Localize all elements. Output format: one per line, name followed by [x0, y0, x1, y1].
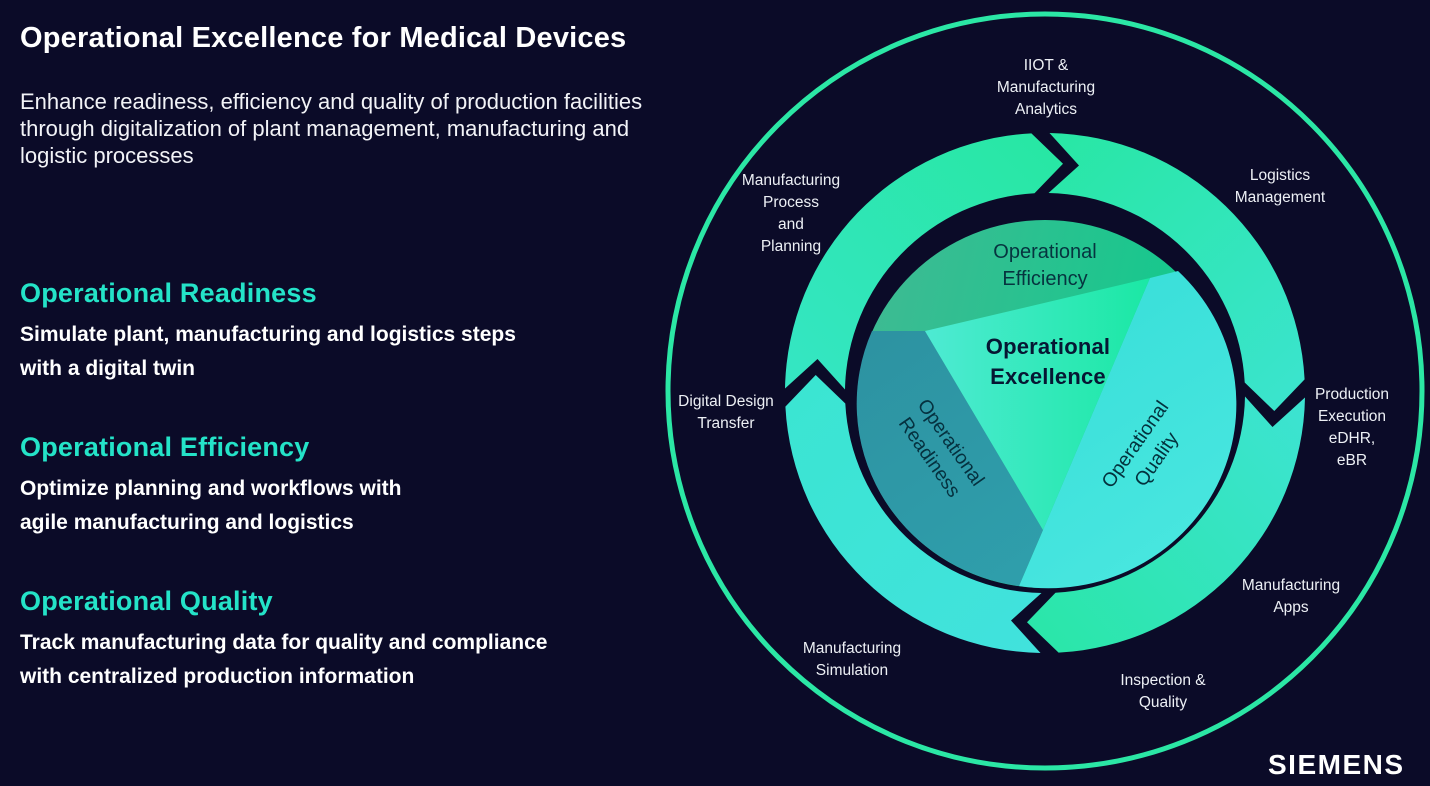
- sector-quality-shape: [1019, 271, 1237, 589]
- section-body-readiness: Simulate plant, manufacturing and logist…: [20, 323, 516, 380]
- section-operational-efficiency: Operational Efficiency Optimize planning…: [20, 432, 402, 540]
- label-production-execution: Production Execution eDHR, eBR: [1314, 386, 1390, 469]
- section-heading-efficiency: Operational Efficiency: [20, 432, 310, 462]
- center-label-operational-excellence: Operational Excellence: [985, 334, 1111, 389]
- siemens-logo: SIEMENS: [1268, 749, 1405, 780]
- arrow-segment-top-right: [1048, 133, 1305, 411]
- section-body-quality: Track manufacturing data for quality and…: [20, 631, 548, 688]
- arrow-segment-bottom-left: [785, 375, 1042, 653]
- section-operational-quality: Operational Quality Track manufacturing …: [20, 586, 547, 694]
- label-iiot-manufacturing-analytics: IIOT & Manufacturing Analytics: [996, 57, 1096, 118]
- section-operational-readiness: Operational Readiness Simulate plant, ma…: [20, 278, 516, 386]
- outer-circle: [665, 11, 1425, 771]
- label-inspection-quality: Inspection & Quality: [1120, 672, 1206, 711]
- sector-label-efficiency: Operational Efficiency: [993, 241, 1097, 290]
- label-digital-design-transfer: Digital Design Transfer: [678, 393, 774, 432]
- section-body-efficiency: Optimize planning and workflows with agi…: [20, 477, 402, 534]
- sector-readiness-shape: [856, 331, 1043, 586]
- center-triangle: [925, 278, 1150, 530]
- label-manufacturing-simulation: Manufacturing Simulation: [802, 640, 902, 679]
- label-manufacturing-process-planning: Manufacturing Process and Planning: [741, 172, 841, 255]
- label-logistics-management: Logistics Management: [1234, 167, 1326, 206]
- arrow-segment-bottom-right: [1027, 396, 1305, 653]
- section-heading-readiness: Operational Readiness: [20, 278, 317, 308]
- page-title: Operational Excellence for Medical Devic…: [20, 22, 627, 54]
- arrow-segment-top-left: [785, 133, 1063, 390]
- label-manufacturing-apps: Manufacturing Apps: [1241, 577, 1341, 616]
- section-heading-quality: Operational Quality: [20, 586, 273, 616]
- slide-subtitle: Enhance readiness, efficiency and qualit…: [20, 89, 643, 168]
